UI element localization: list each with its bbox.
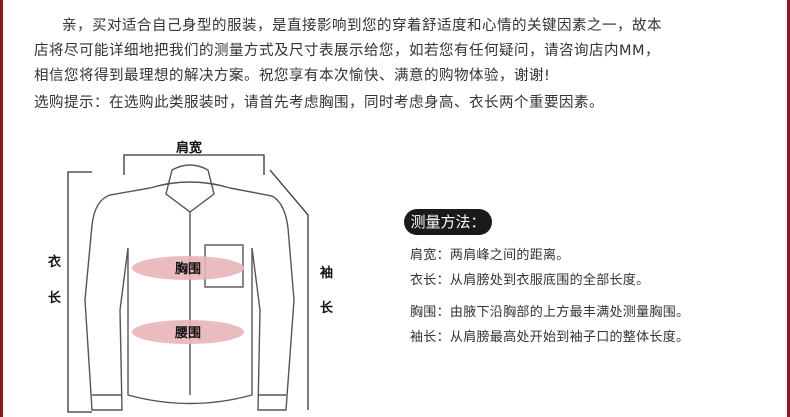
left-sleeve bbox=[84, 187, 151, 411]
sleeve-guide bbox=[269, 169, 309, 410]
method-shoulder: 肩宽：两肩峰之间的距离。 bbox=[410, 248, 570, 263]
waist-pill bbox=[132, 320, 244, 344]
sleeve-label-2: 长 bbox=[320, 301, 334, 316]
chest-label: 胸围 bbox=[175, 261, 201, 277]
method-sleeve: 袖长：从肩膀最高处开始到袖子口的整体长度。 bbox=[410, 330, 690, 345]
shirt-outline bbox=[84, 164, 295, 411]
shoulder-seam bbox=[149, 181, 231, 189]
measurement-guides bbox=[67, 154, 309, 413]
method-length: 衣长：从肩膀处到衣服底围的全部长度。 bbox=[410, 273, 650, 288]
intro-line-1: 亲，买对适合自己身型的服装，是直接影响到您的穿着舒适度和心情的关键因素之一，故本 bbox=[62, 18, 662, 34]
length-label-1: 衣 bbox=[48, 255, 62, 270]
waist-label: 腰围 bbox=[174, 326, 201, 341]
waist-pill-group: 腰围 bbox=[132, 320, 244, 344]
right-border bbox=[787, 0, 790, 417]
sleeve-label-1: 袖 bbox=[320, 266, 334, 281]
shirt-body bbox=[127, 248, 253, 405]
chest-pill bbox=[132, 256, 244, 280]
intro-line-3: 相信您将得到最理想的解决方案。祝您享有本次愉快、满意的购物体验，谢谢! bbox=[34, 68, 551, 84]
left-border bbox=[0, 0, 3, 417]
method-chest: 胸围：由腋下沿胸部的上方最丰满处测量胸围。 bbox=[410, 305, 690, 320]
method-title-badge: 测量方法： bbox=[404, 209, 492, 235]
right-sleeve bbox=[229, 187, 295, 411]
shoulder-guide bbox=[123, 154, 265, 175]
length-guide bbox=[67, 171, 92, 413]
collar bbox=[165, 164, 215, 213]
shopping-tip: 选购提示：在选购此类服装时，请首先考虑胸围，同时考虑身高、衣长两个重要因素。 bbox=[34, 95, 604, 111]
chest-pill-group: 胸围 bbox=[132, 256, 244, 280]
intro-paragraph: 亲，买对适合自己身型的服装，是直接影响到您的穿着舒适度和心情的关键因素之一，故本… bbox=[34, 14, 764, 89]
shoulder-label: 肩宽 bbox=[176, 141, 203, 156]
intro-line-2: 店将尽可能详细地把我们的测量方式及尺寸表展示给您，如若您有任何疑问，请咨询店内M… bbox=[34, 43, 661, 59]
length-label-2: 长 bbox=[48, 291, 62, 306]
